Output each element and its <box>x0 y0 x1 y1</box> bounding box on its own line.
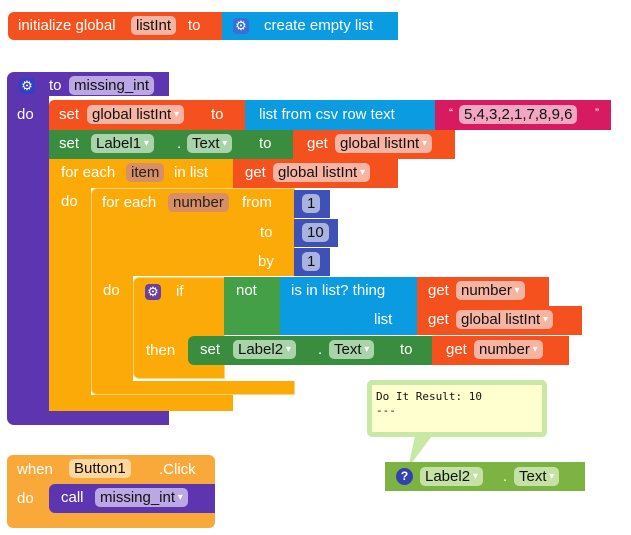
do-label: do <box>17 490 34 507</box>
not-label: not <box>236 282 257 299</box>
get-variable-block[interactable]: get global listInt <box>293 130 455 159</box>
get-global-block[interactable]: get global listInt <box>417 306 582 335</box>
label2-text-getter-block[interactable]: ? Label2 . Text <box>385 462 585 491</box>
help-icon[interactable]: ? <box>396 468 413 485</box>
to-label: to <box>260 224 273 241</box>
comment-line: --- <box>376 404 396 417</box>
number-block-by[interactable]: 1 <box>294 248 330 276</box>
variable-dropdown[interactable]: global listInt <box>87 105 185 124</box>
dot-label: . <box>177 135 182 152</box>
component-dropdown[interactable]: Label2 <box>420 467 483 486</box>
get-label: get <box>446 341 467 358</box>
variable-name-field[interactable]: listInt <box>131 16 177 35</box>
loop-variable-field[interactable]: number <box>168 193 229 212</box>
number-block-to[interactable]: 10 <box>294 219 338 247</box>
for-each-label: for each <box>61 164 116 181</box>
call-label: call <box>61 489 84 506</box>
set-label1-text-block[interactable]: set Label1 . Text to <box>49 130 295 159</box>
variable-dropdown[interactable]: global listInt <box>335 134 433 153</box>
from-label: from <box>242 194 272 211</box>
call-procedure-block[interactable]: call missing_int <box>49 484 215 513</box>
by-label: by <box>258 253 274 270</box>
when-label: when <box>17 461 53 478</box>
gear-icon[interactable]: ⚙ <box>145 284 161 300</box>
to-label: to <box>211 106 224 123</box>
list-from-csv-row-block[interactable]: list from csv row text <box>245 100 437 130</box>
list-label: list <box>374 311 393 328</box>
set-global-block[interactable]: set global listInt to <box>49 100 247 130</box>
for-each-label: for each <box>102 194 157 211</box>
if-label: if <box>176 283 184 300</box>
get-number-block[interactable]: get number <box>417 277 549 306</box>
dot-label: . <box>318 341 323 358</box>
set-label: set <box>59 106 80 123</box>
get-label: get <box>428 311 449 328</box>
number-field[interactable]: 1 <box>302 194 321 213</box>
get-label: get <box>245 164 266 181</box>
get-number-block[interactable]: get number <box>432 336 569 365</box>
gear-icon[interactable]: ⚙ <box>233 18 249 34</box>
property-dropdown[interactable]: Text <box>329 340 375 359</box>
comment-line: Do It Result: 10 <box>376 390 482 403</box>
property-dropdown[interactable]: Text <box>514 467 560 486</box>
proc-to-label: to <box>49 77 62 94</box>
property-dropdown[interactable]: Text <box>187 134 233 153</box>
variable-dropdown[interactable]: number <box>474 340 543 359</box>
initialize-global-block[interactable]: initialize global listInt to <box>8 12 224 40</box>
text-field[interactable]: 5,4,3,2,1,7,8,9,6 <box>459 105 578 124</box>
loop-variable-field[interactable]: item <box>126 163 165 182</box>
set-label: set <box>59 135 80 152</box>
component-dropdown[interactable]: Label2 <box>233 340 296 359</box>
get-label: get <box>428 282 449 299</box>
do-label: do <box>103 282 120 299</box>
component-dropdown[interactable]: Label1 <box>91 134 154 153</box>
number-field[interactable]: 1 <box>302 252 321 271</box>
do-label: do <box>61 193 78 210</box>
is-in-list-block[interactable]: is in list? thing list <box>280 277 419 335</box>
then-label: then <box>146 342 176 359</box>
procedure-name-field[interactable]: missing_int <box>69 76 155 95</box>
is-in-list-label: is in list? thing <box>291 282 386 299</box>
proc-do-label: do <box>17 106 34 123</box>
open-quote: “ <box>449 106 453 120</box>
number-field[interactable]: 10 <box>302 223 329 242</box>
component-dropdown[interactable]: Button1 <box>69 459 131 478</box>
if-block[interactable]: ⚙ if then <box>133 277 225 379</box>
text-block[interactable]: “ 5,4,3,2,1,7,8,9,6 ” <box>435 100 611 130</box>
variable-dropdown[interactable]: number <box>456 281 525 300</box>
to-label: to <box>259 135 272 152</box>
to-label: to <box>400 341 413 358</box>
init-to-label: to <box>188 17 201 34</box>
create-empty-list-block[interactable]: ⚙ create empty list <box>222 12 398 40</box>
dot-label: . <box>503 468 508 485</box>
get-label: get <box>307 135 328 152</box>
set-label2-text-block[interactable]: set Label2 . Text to <box>188 336 434 365</box>
in-list-label: in list <box>174 164 209 181</box>
variable-dropdown[interactable]: global listInt <box>273 163 371 182</box>
get-variable-block[interactable]: get global listInt <box>233 159 398 188</box>
number-block-from[interactable]: 1 <box>294 190 330 218</box>
csv-label: list from csv row text <box>259 106 395 123</box>
gear-icon[interactable]: ⚙ <box>19 78 35 94</box>
not-block[interactable]: not <box>224 277 282 335</box>
close-quote: ” <box>595 106 599 120</box>
init-label: initialize global <box>18 17 116 34</box>
procedure-dropdown[interactable]: missing_int <box>95 488 188 507</box>
do-it-result-comment[interactable]: Do It Result: 10 --- <box>367 380 547 437</box>
set-label: set <box>200 341 221 358</box>
create-empty-list-label: create empty list <box>264 17 374 34</box>
click-label: .Click <box>159 461 196 478</box>
variable-dropdown[interactable]: global listInt <box>456 310 554 329</box>
